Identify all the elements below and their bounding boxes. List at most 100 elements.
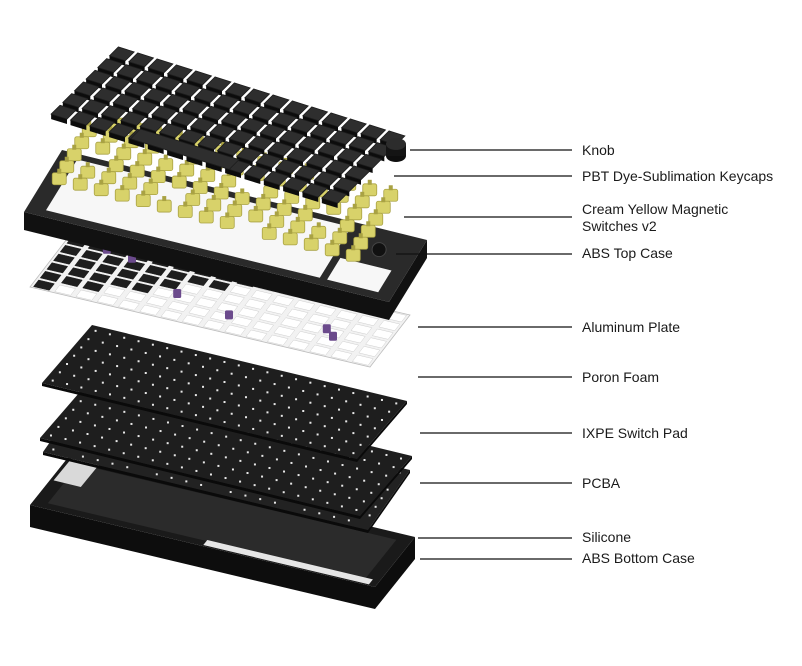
switch-stem [267, 223, 272, 229]
poron-foam-hole [144, 392, 147, 395]
switch-stem [199, 136, 204, 142]
poron-foam-hole [352, 392, 355, 395]
switch-pad-hole [275, 479, 278, 482]
pcba-side-edge [368, 470, 410, 533]
pcba-hole [229, 491, 232, 494]
switch-stem [303, 204, 308, 210]
poron-foam-hole [187, 362, 190, 365]
plate-cutout [208, 280, 231, 291]
poron-foam-hole [345, 400, 348, 403]
plate-cutout [96, 294, 119, 306]
keycap [305, 153, 332, 169]
poron-foam-hole [373, 407, 376, 410]
poron-foam-hole [201, 365, 204, 368]
switch-pad-hole [319, 489, 322, 492]
poron-foam-hole [116, 385, 119, 388]
plate-cutout [67, 267, 90, 279]
poron-foam-hole [273, 403, 276, 406]
switch-stem [282, 199, 287, 205]
plate-cutout [116, 268, 139, 280]
keycap-front [205, 162, 222, 173]
switch-pad-hole [86, 433, 89, 436]
plate-cutout [118, 299, 140, 311]
keycap [158, 123, 185, 138]
switch [206, 198, 222, 212]
plate-cutout [258, 312, 281, 324]
switch-pad-hole [400, 457, 403, 460]
plate-cutout [88, 272, 111, 284]
poron-foam-hole [159, 375, 162, 378]
poron-foam-hole [116, 345, 119, 348]
switch-stem [99, 179, 104, 185]
keycap [329, 130, 356, 145]
switch-stem [288, 228, 293, 234]
poron-foam-hole [366, 435, 369, 438]
switch-pad-hole [64, 438, 67, 441]
poron-foam-hole [287, 426, 290, 429]
poron-foam-hole [87, 338, 90, 341]
switch [290, 220, 306, 234]
poron-foam-hole [359, 423, 362, 426]
pcba-hole [170, 476, 173, 479]
keycap-front [302, 192, 319, 203]
poron-foam-hole [202, 385, 205, 388]
bottom-case-side-edge [375, 537, 415, 609]
switch [135, 194, 151, 208]
poron-foam-hole [223, 360, 226, 363]
poron-foam-hole [237, 364, 240, 367]
label-switch-pad-line: IXPE Switch Pad [582, 425, 688, 441]
poron-foam-hole [338, 428, 341, 431]
switch-pad-hole [152, 417, 155, 420]
label-switches-line-2: Switches v2 [582, 218, 657, 234]
top-case-front-edge [24, 212, 389, 320]
bottom-case-layer [30, 455, 415, 609]
pcba-hole [259, 498, 262, 501]
switch-pad-hole [231, 468, 234, 471]
keycap-front [89, 126, 106, 137]
poron-foam-hole [252, 407, 255, 410]
switch-pad-hole [254, 442, 257, 445]
label-switches-line-1: Cream Yellow Magnetic [582, 201, 729, 217]
plate-cutout [160, 309, 183, 321]
switch-pad-hole [340, 505, 343, 508]
keycap [356, 153, 383, 169]
keycap [267, 141, 294, 157]
keycap [166, 64, 193, 80]
pcba-hole [386, 488, 389, 491]
pcba-hole [111, 462, 114, 465]
poron-foam-hole [309, 381, 312, 384]
keycap-front [167, 150, 183, 161]
switch-stem [295, 216, 300, 222]
poron-foam-hole [80, 366, 83, 369]
keycap-front [225, 168, 241, 179]
poron-foam-hole [295, 418, 298, 421]
switch [171, 175, 187, 189]
plate-cutout [203, 319, 225, 331]
keycap [62, 93, 89, 108]
keycap [100, 105, 127, 120]
switch [198, 210, 214, 224]
switch-pad-hole [304, 486, 307, 489]
poron-foam-hole [338, 408, 341, 411]
pcba-front-edge [43, 452, 368, 533]
keycap [243, 164, 270, 180]
switch-pad-hole [93, 445, 96, 448]
switch-stem [316, 222, 321, 228]
keycap [321, 112, 348, 128]
poron-foam-hole [66, 363, 69, 366]
switch [66, 148, 82, 162]
switch-stem [106, 167, 111, 173]
plate-cutout [123, 260, 146, 271]
plate-cutout [181, 314, 204, 326]
keycap [193, 88, 220, 103]
keycap-front [147, 144, 164, 155]
poron-foam-hole [287, 406, 290, 409]
switch-stem [211, 195, 216, 200]
switch-pad-hole [166, 462, 169, 465]
poron-foam-hole [352, 452, 355, 455]
keycap [151, 105, 178, 121]
poron-foam-hole [187, 402, 190, 405]
switch-pad-hole [225, 435, 228, 438]
keycap [325, 159, 352, 175]
switch [51, 172, 67, 186]
